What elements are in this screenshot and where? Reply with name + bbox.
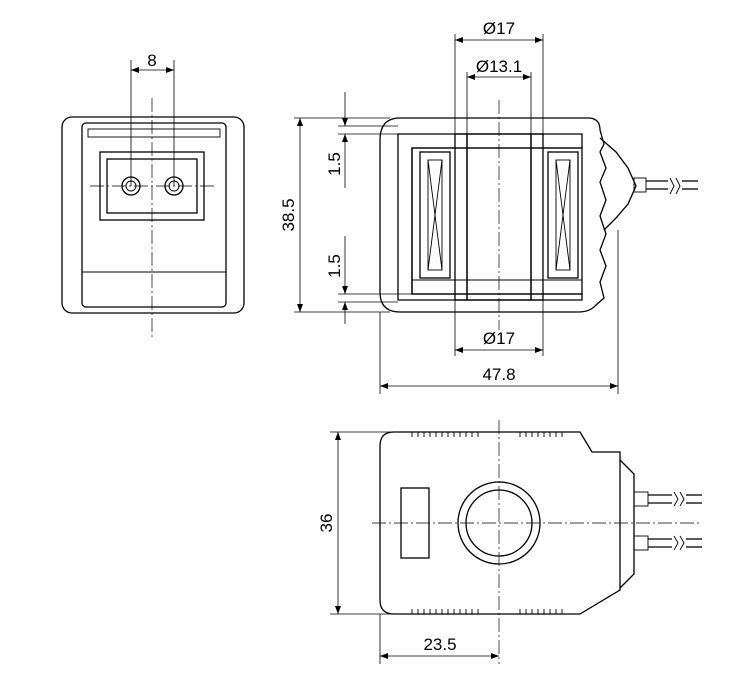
dim-sleeve-outer-bottom: Ø17 [454, 300, 544, 356]
dim-overall-height: 38.5 [279, 117, 390, 313]
dim-wall-bottom: 1.5 [325, 236, 412, 324]
dim-overall-length: 47.8 [379, 230, 619, 394]
dim-wall-bottom-label: 1.5 [325, 254, 344, 278]
dim-center-offset-label: 23.5 [423, 635, 456, 654]
dim-body-height: 36 [317, 431, 392, 615]
dim-overall-length-label: 47.8 [482, 365, 515, 384]
dim-center-offset: 23.5 [379, 614, 499, 664]
dim-pin-spacing-label: 8 [147, 51, 156, 70]
section-view: Ø17 Ø13.1 38.5 1.5 [279, 19, 698, 394]
dim-sleeve-outer-top: Ø17 [454, 19, 544, 134]
dim-wall-top: 1.5 [325, 92, 398, 188]
top-view: 36 23.5 [317, 420, 702, 664]
dim-wall-top-label: 1.5 [325, 152, 344, 176]
dim-sleeve-outer-bottom-label: Ø17 [483, 329, 515, 348]
dim-overall-height-label: 38.5 [279, 198, 298, 231]
dim-bore-label: Ø13.1 [476, 57, 522, 76]
lead-lower [633, 535, 702, 551]
dim-body-height-label: 36 [317, 514, 336, 533]
dim-sleeve-outer-top-label: Ø17 [483, 19, 515, 38]
dim-pin-spacing: 8 [130, 51, 175, 186]
knurl-top [411, 432, 563, 437]
lead-upper [633, 491, 702, 507]
end-view: 8 [61, 51, 245, 340]
knurl-bottom [411, 609, 563, 614]
dim-bore: Ø13.1 [466, 57, 532, 134]
